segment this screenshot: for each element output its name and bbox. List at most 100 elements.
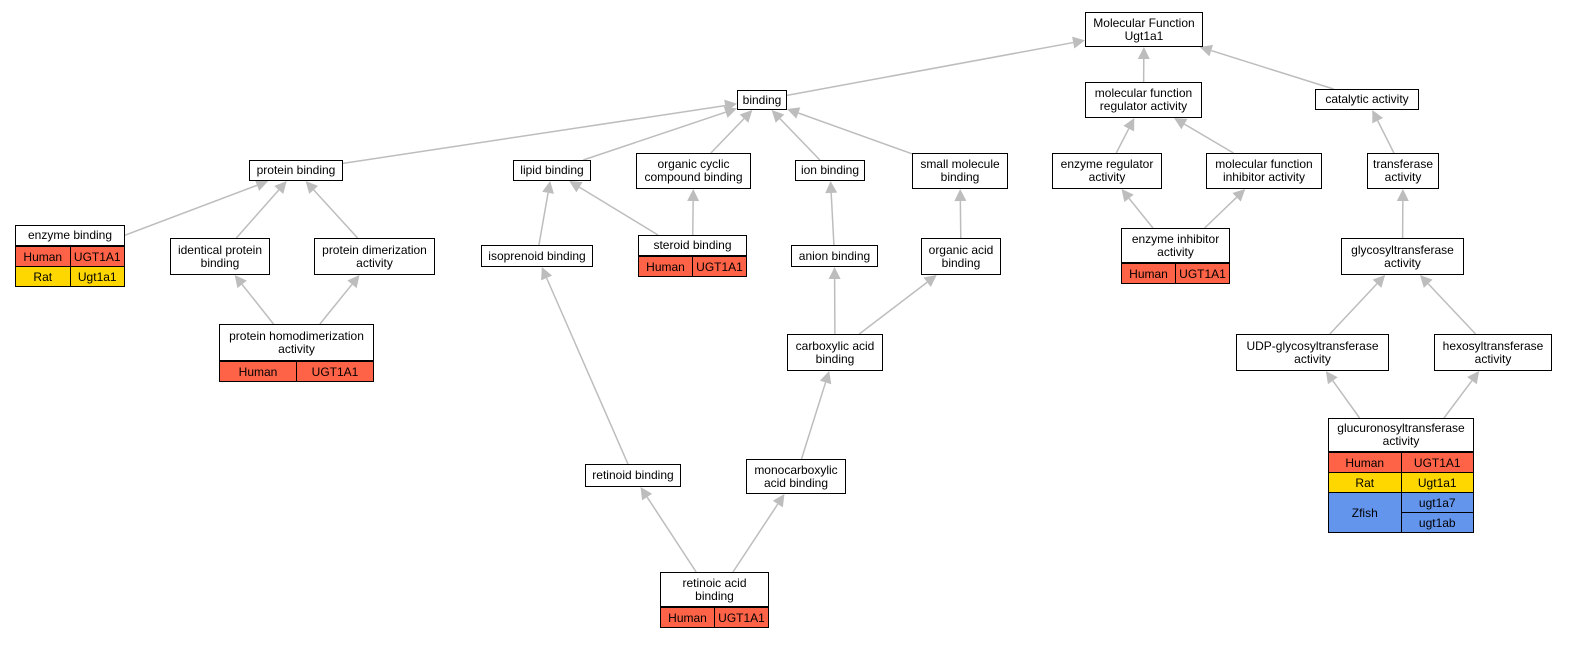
edge-lipid_binding-to-binding: [583, 106, 737, 161]
node-identical-protein-binding: identical protein binding: [170, 238, 270, 275]
edge-retinoic-to-retinoid: [640, 487, 697, 573]
arrowhead: [1174, 118, 1188, 130]
edge-line: [313, 189, 359, 239]
arrowhead: [1419, 275, 1433, 288]
edge-line: [779, 118, 821, 161]
edge-line: [319, 283, 353, 325]
edge-occb-to-binding: [710, 110, 753, 154]
node-catalytic-activity: catalytic activity: [1315, 89, 1419, 110]
gene-cell: Ugt1a1: [69, 266, 125, 287]
arrowhead: [541, 267, 553, 281]
arrowhead: [1325, 371, 1338, 385]
edge-line: [583, 111, 726, 161]
node-small-molecule-binding: small molecule binding: [912, 153, 1008, 189]
arrowhead: [825, 181, 838, 194]
edge-anion-to-ion_binding: [825, 181, 838, 246]
arrowhead: [347, 275, 360, 289]
edge-line: [830, 192, 835, 246]
edge-era-to-mfra: [1115, 118, 1135, 154]
node-lipid-binding: lipid binding: [513, 160, 591, 181]
species-cell: Rat: [15, 266, 71, 287]
gene-cell: UGT1A1: [1175, 263, 1230, 284]
arrowhead: [723, 106, 737, 118]
gene-cell: Ugt1a1: [1400, 472, 1474, 493]
edge-glycosyl-to-transferase: [1396, 189, 1409, 239]
node-transferase-activity: transferase activity: [1367, 153, 1439, 189]
edge-line: [1443, 380, 1473, 419]
edge-retinoid-to-isoprenoid: [541, 267, 629, 465]
edge-cab-to-anion: [828, 267, 841, 335]
gene-cell: UGT1A1: [296, 361, 374, 382]
gene-cell: ugt1a7: [1400, 492, 1474, 513]
node-molecular-function-inhibitor-activity: molecular function inhibitor activity: [1206, 153, 1322, 189]
node-organic-cyclic-compound-binding: organic cyclic compound binding: [636, 153, 751, 189]
edge-line: [342, 104, 726, 165]
edge-line: [710, 118, 745, 154]
edge-line: [1184, 123, 1234, 154]
edge-line: [1204, 196, 1238, 229]
arrowhead: [1199, 44, 1213, 57]
arrowhead: [1121, 189, 1134, 203]
arrowhead: [569, 181, 583, 193]
species-cell: Human: [660, 607, 715, 628]
edge-line: [1377, 120, 1395, 154]
edge-enzyme_binding-to-protein_binding: [124, 179, 269, 236]
arrowhead: [1072, 36, 1085, 49]
arrowhead: [1372, 110, 1384, 124]
node-title: glucuronosyltransferase activity: [1328, 418, 1474, 452]
node-carboxylic-acid-binding: carboxylic acid binding: [787, 334, 883, 371]
edge-line: [241, 283, 275, 325]
edge-phda-to-ipb: [234, 275, 275, 325]
edge-line: [858, 281, 928, 335]
species-cell: Human: [1121, 263, 1176, 284]
arrowhead: [1232, 189, 1246, 202]
species-cell: Human: [15, 246, 71, 267]
edge-line: [579, 186, 659, 236]
node-title: enzyme inhibitor activity: [1121, 228, 1230, 263]
edge-line: [1329, 283, 1378, 335]
arrowhead: [1137, 47, 1150, 60]
edge-glucuro-to-hexosyl: [1443, 371, 1480, 419]
edge-line: [646, 496, 697, 573]
node-retinoid-binding: retinoid binding: [585, 464, 681, 487]
edge-hexosyl-to-glycosyl: [1419, 275, 1477, 335]
node-molecular-function: Molecular Function Ugt1a1: [1085, 12, 1203, 47]
edge-cab-to-oab: [858, 275, 937, 335]
node-ion-binding: ion binding: [795, 160, 865, 181]
edge-retinoic-to-monocarb: [732, 494, 785, 573]
arrowhead: [542, 181, 554, 194]
edge-line: [545, 277, 629, 465]
gene-cell: UGT1A1: [1400, 452, 1474, 473]
edge-binding-to-mf: [786, 36, 1085, 97]
arrowhead: [687, 189, 700, 202]
node-udp-glycosyltransferase-activity: UDP-glycosyltransferase activity: [1236, 334, 1389, 371]
arrowhead: [234, 275, 247, 289]
node-title: enzyme binding: [15, 225, 125, 246]
arrowhead: [923, 275, 937, 288]
edge-pda-to-protein_binding: [305, 181, 359, 239]
edge-oab-to-smb: [954, 189, 967, 239]
node-isoprenoid-binding: isoprenoid binding: [481, 245, 593, 267]
node-binding: binding: [737, 90, 787, 110]
edge-line: [1427, 283, 1477, 335]
gene-cell: ugt1ab: [1400, 512, 1474, 533]
node-organic-acid-binding: organic acid binding: [921, 238, 1001, 275]
node-protein-dimerization-activity: protein dimerization activity: [314, 238, 435, 275]
edge-glucuro-to-udp: [1325, 371, 1361, 419]
arrowhead: [828, 267, 841, 280]
node-title: retinoic acid binding: [660, 572, 769, 607]
gene-cell: UGT1A1: [69, 246, 125, 267]
edge-catalytic-to-mf: [1199, 44, 1334, 90]
arrowhead: [787, 107, 801, 119]
